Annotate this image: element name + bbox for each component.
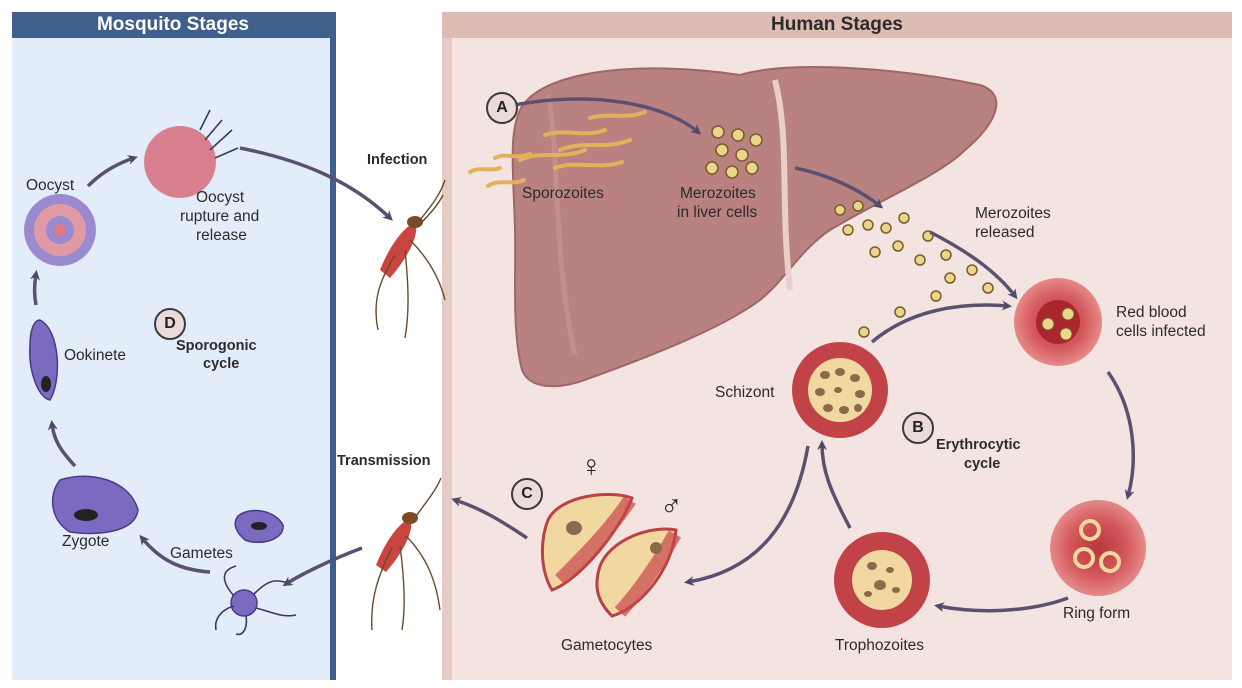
sporogonic-cycle-label-line1: Sporogonic (176, 338, 257, 354)
trophozoites-label: Trophozoites (835, 637, 925, 654)
ring-form-cell (1050, 500, 1146, 596)
schizont (792, 342, 888, 438)
sporozoites-label: Sporozoites (522, 185, 604, 202)
zygote-graphic (51, 475, 139, 535)
liver (511, 66, 998, 388)
badge-a: A (486, 92, 518, 124)
human-header-bar (442, 12, 1232, 38)
gametocytes-graphic (540, 492, 682, 618)
badge-d: D (154, 308, 186, 340)
oocyst-rupture-graphic (144, 109, 239, 198)
sporozoites-graphic (468, 110, 647, 188)
sporogonic-cycle-label-line2: cycle (203, 356, 240, 372)
merozoites-released-graphic (834, 200, 994, 338)
female-symbol-icon: ♀ (580, 450, 603, 483)
erythrocytic-cycle-label-line2: cycle (964, 456, 1001, 472)
badge-c: C (511, 478, 543, 510)
mosquito-panel-border (330, 12, 336, 680)
ring-form-label: Ring form (1063, 605, 1131, 622)
trophozoite-cell (834, 532, 930, 628)
male-symbol-icon: ♂ (660, 490, 683, 523)
erythrocytic-cycle-label-line1: Erythrocytic (936, 437, 1021, 453)
gametocytes-label: Gametocytes (561, 637, 653, 654)
merozoites-released-label-line1: Merozoites (975, 205, 1051, 222)
oocyst-rupture-label-line2: rupture and (180, 208, 260, 225)
zygote-label: Zygote (62, 533, 110, 550)
schizont-label: Schizont (715, 384, 775, 401)
mosquito-infection (375, 179, 446, 339)
merozoites-liver-label-line2: in liver cells (677, 204, 758, 221)
transmission-label: Transmission (337, 453, 431, 469)
oocyst-label: Oocyst (26, 177, 75, 194)
merozoites-liver-label-line1: Merozoites (680, 185, 756, 202)
human-stages-header: Human Stages (771, 14, 903, 35)
red-blood-cell-infected (1014, 278, 1102, 366)
mosquito-stages-header: Mosquito Stages (96, 14, 249, 35)
human-panel-border (442, 38, 452, 680)
oocyst-rupture-label-line1: Oocyst (196, 189, 245, 206)
red-blood-cells-label-line1: Red blood (1116, 304, 1187, 321)
gametes-graphic (214, 509, 297, 636)
red-blood-cells-label-line2: cells infected (1116, 323, 1206, 340)
mosquito-panel (12, 12, 334, 680)
badge-b: B (902, 412, 934, 444)
merozoites-released-label-line2: released (975, 224, 1035, 241)
cycle-arrows (30, 97, 1136, 613)
merozoites-in-liver-graphic (705, 125, 763, 179)
mosquito-header-bar (12, 12, 334, 38)
ookinete-graphic (29, 319, 59, 401)
ookinete-label: Ookinete (64, 347, 127, 364)
oocyst-graphic (24, 194, 96, 266)
mosquito-transmission (370, 477, 442, 631)
oocyst-rupture-label-line3: release (196, 227, 247, 244)
infection-label: Infection (367, 152, 428, 168)
gametes-label: Gametes (170, 545, 233, 562)
